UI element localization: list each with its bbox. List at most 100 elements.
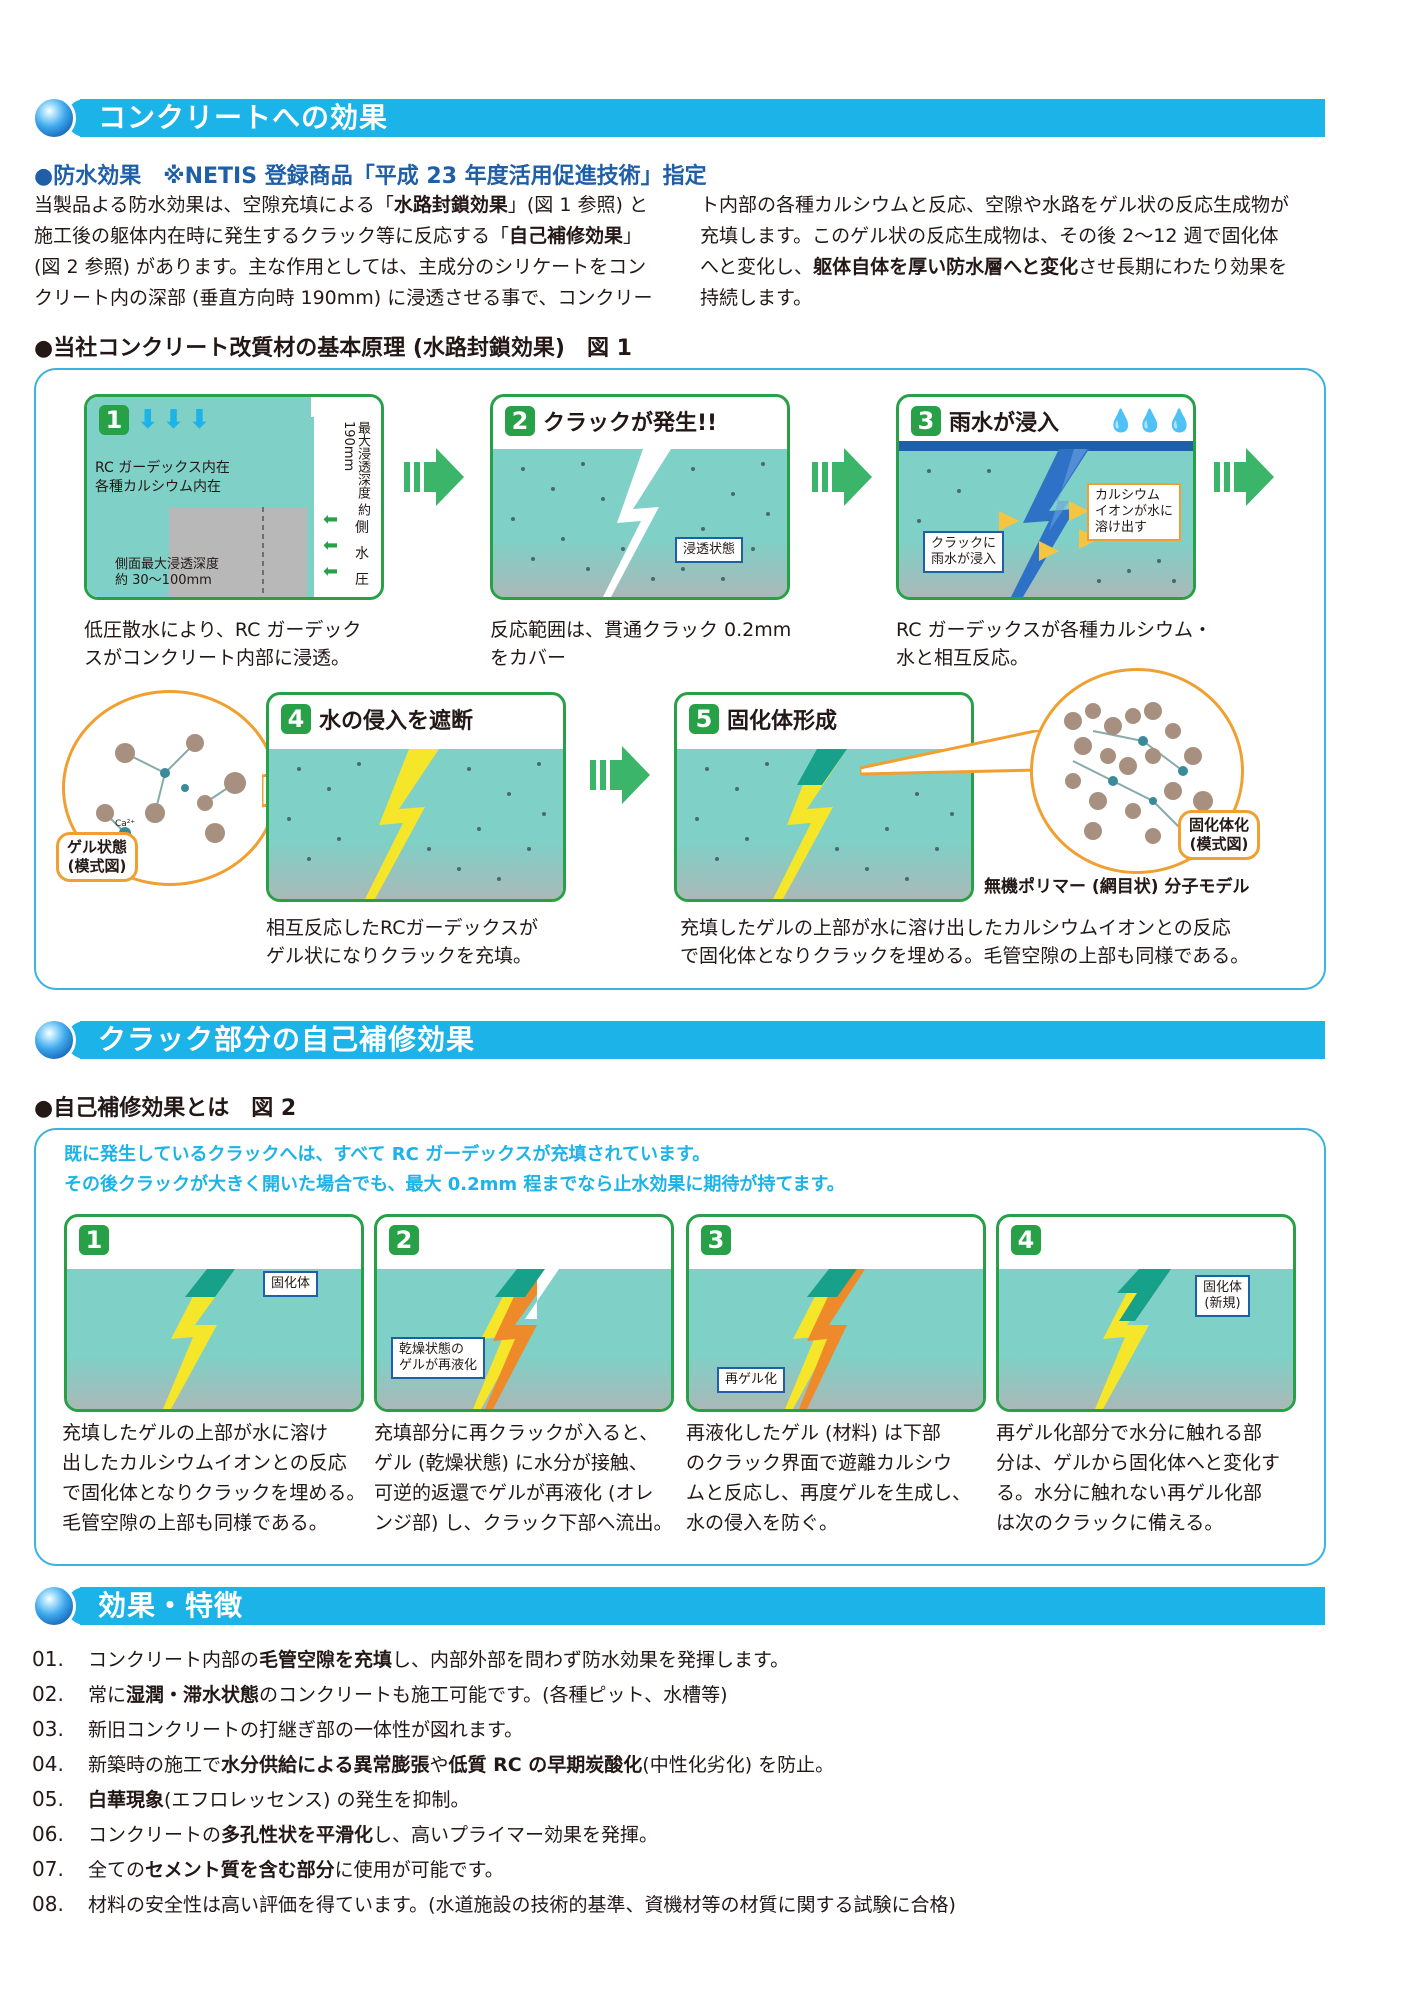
feature-number: 01.	[32, 1647, 64, 1671]
emphasis-text: 多孔性状を平滑化	[221, 1824, 374, 1846]
feature-item: 04.新築時の施工で水分供給による異常膨張や低質 RC の早期炭酸化(中性化劣化…	[32, 1751, 834, 1778]
feature-number: 02.	[32, 1682, 64, 1706]
repair-step2-panel: 2 乾燥状態のゲルが再液化	[374, 1214, 674, 1412]
callout-solid: 固化体	[263, 1271, 319, 1297]
repair-step1-title: 1	[79, 1225, 109, 1255]
step5-caption: 充填したゲルの上部が水に溶け出したカルシウムイオンとの反応で固化体となりクラック…	[680, 917, 1250, 967]
callout-rain-enters: クラックに雨水が浸入	[923, 531, 1005, 573]
feature-item: 01. コンクリート内部の毛管空隙を充填し、内部外部を問わず防水効果を発揮します。	[32, 1646, 789, 1673]
step1-title: 1 ⬇⬇⬇	[99, 405, 214, 435]
figure1-heading: ●当社コンクリート改質材の基本原理 (水路封鎖効果) 図 1	[34, 336, 632, 361]
gel-molecule-illustration	[96, 734, 246, 843]
next-arrow-icon	[1214, 448, 1274, 506]
sphere-icon	[32, 1018, 76, 1062]
emphasis-text: 水路封鎖効果	[393, 194, 508, 216]
stripe-decoration	[1316, 1021, 1325, 1059]
stripe-decoration	[1300, 1021, 1309, 1059]
feature-number: 07.	[32, 1857, 64, 1881]
step4-title: 4 水の侵入を遮断	[281, 703, 473, 735]
intro-paragraph-left: 当製品よる防水効果は、空隙充填による「水路封鎖効果」(図 1 参照) と施工後の…	[34, 194, 653, 309]
polymer-network-illustration	[1064, 702, 1213, 844]
step-number: 4	[1011, 1225, 1041, 1255]
feature-text: コンクリートの多孔性状を平滑化し、高いプライマー効果を発揮。	[88, 1824, 659, 1846]
repair-step3-panel: 3 再ゲル化	[686, 1214, 986, 1412]
intro-paragraph-right: ト内部の各種カルシウムと反応、空隙や水路をゲル状の反応生成物が充填します。このゲ…	[700, 194, 1290, 309]
figure2-heading: ●自己補修効果とは 図 2	[34, 1096, 297, 1121]
feature-item: 03. 新旧コンクリートの打継ぎ部の一体性が図れます。	[32, 1716, 523, 1743]
label-inside: RC ガーデックス内在各種カルシウム内在	[95, 460, 230, 495]
figure2-note: 既に発生しているクラックへは、すべて RC ガーデックスが充填されています。その…	[64, 1144, 845, 1195]
step-number: 4	[281, 704, 311, 734]
feature-item: 06. コンクリートの多孔性状を平滑化し、高いプライマー効果を発揮。	[32, 1821, 658, 1848]
callout-penetration: 浸透状態	[675, 537, 744, 563]
raindrops-icon: 💧💧💧💧	[1107, 408, 1196, 434]
feature-number: 08.	[32, 1892, 64, 1916]
feature-number: 03.	[32, 1717, 64, 1741]
step-title-text: 固化体形成	[727, 709, 838, 734]
stripe-decoration	[1316, 1587, 1325, 1625]
repair-step2-illustration	[473, 1269, 559, 1409]
section-header-features: 効果・特徴	[32, 1582, 1327, 1630]
repair-step4-illustration	[1095, 1269, 1171, 1409]
feature-number: 05.	[32, 1787, 64, 1811]
section-bar	[66, 1021, 1325, 1059]
sphere-icon	[32, 96, 76, 140]
max-depth-label: 最大浸透深度 約190mm	[341, 421, 370, 517]
emphasis-text: 自己補修効果	[509, 225, 624, 247]
feature-number: 04.	[32, 1752, 64, 1776]
stripe-decoration	[1300, 99, 1309, 137]
repair-step1-illustration	[163, 1269, 235, 1409]
section-title: クラック部分の自己補修効果	[98, 1023, 476, 1056]
step-number: 2	[505, 406, 535, 436]
step-number: 1	[79, 1225, 109, 1255]
label-side-depth: 側面最大浸透深度約 30～100mm	[115, 557, 220, 588]
step-number: 3	[701, 1225, 731, 1255]
step3-title: 3 雨水が浸入 💧💧💧💧	[911, 405, 1196, 437]
step2-illustration	[511, 449, 770, 597]
emphasis-text: 低質 RC の早期炭酸化	[448, 1754, 643, 1776]
repair-step1-caption: 充填したゲルの上部が水に溶け出したカルシウムイオンとの反応で固化体となりクラック…	[62, 1422, 366, 1534]
calcium-ion-label: Ca²⁺	[115, 819, 136, 829]
section-bar	[66, 99, 1325, 137]
feature-item: 08.材料の安全性は高い評価を得ています。(水道施設の技術的基準、資機材等の材質…	[32, 1891, 956, 1918]
solid-zoom-pointer	[860, 730, 1040, 776]
feature-text: 全てのセメント質を含む部分に使用が可能です。	[88, 1859, 504, 1881]
step4-illustration	[287, 749, 546, 899]
section-header-effects: コンクリートへの効果	[32, 94, 1327, 142]
step3-caption: RC ガーデックスが各種カルシウム・水と相互反応。	[896, 619, 1212, 669]
section-title: 効果・特徴	[98, 1589, 244, 1622]
section-bar	[66, 1587, 1325, 1625]
step5-panel: 5 固化体形成	[674, 692, 974, 902]
step-title-text: 雨水が浸入	[949, 411, 1060, 436]
stripe-decoration	[1316, 99, 1325, 137]
step1-caption: 低圧散水により、RC ガーデックスがコンクリート内部に浸透。	[84, 619, 362, 669]
step5-illustration	[695, 749, 954, 899]
step2-panel: 2 クラックが発生!! 浸透状態	[490, 394, 790, 600]
stripe-decoration	[1300, 1587, 1309, 1625]
repair-step4-caption: 再ゲル化部分で水分に触れる部分は、ゲルから固化体へと変化する。水分に触れない再ゲ…	[996, 1422, 1281, 1534]
side-pressure-label: 側水圧	[355, 520, 369, 588]
step-number: 5	[689, 704, 719, 734]
feature-text: 新旧コンクリートの打継ぎ部の一体性が図れます。	[88, 1719, 524, 1741]
feature-text: 常に湿潤・滞水状態のコンクリートも施工可能です。(各種ピット、水槽等)	[88, 1684, 728, 1706]
step-title-text: クラックが発生!!	[543, 411, 718, 436]
repair-step3-illustration	[785, 1269, 865, 1409]
emphasis-text: 白華現象	[88, 1789, 165, 1811]
next-arrow-icon	[812, 448, 872, 506]
repair-step3-title: 3	[701, 1225, 731, 1255]
step-number: 2	[389, 1225, 419, 1255]
repair-step2-caption: 充填部分に再クラックが入ると、ゲル (乾燥状態) に水分が接触、可逆的返還でゲル…	[374, 1422, 673, 1534]
feature-item: 02. 常に湿潤・滞水状態のコンクリートも施工可能です。(各種ピット、水槽等)	[32, 1681, 728, 1708]
feature-text: コンクリート内部の毛管空隙を充填し、内部外部を問わず防水効果を発揮します。	[88, 1649, 790, 1671]
step5-title: 5 固化体形成	[689, 703, 837, 735]
emphasis-text: セメント質を含む部分	[145, 1859, 335, 1881]
feature-number: 06.	[32, 1822, 64, 1846]
step-title-text: 水の侵入を遮断	[319, 709, 474, 734]
solidification-label: 固化体化(模式図)	[1178, 810, 1261, 860]
step-number: 3	[911, 406, 941, 436]
callout-regel: 再ゲル化	[717, 1367, 786, 1393]
next-arrow-icon	[590, 746, 650, 804]
emphasis-text: 湿潤・滞水状態	[126, 1684, 260, 1706]
step-number: 1	[99, 405, 129, 435]
